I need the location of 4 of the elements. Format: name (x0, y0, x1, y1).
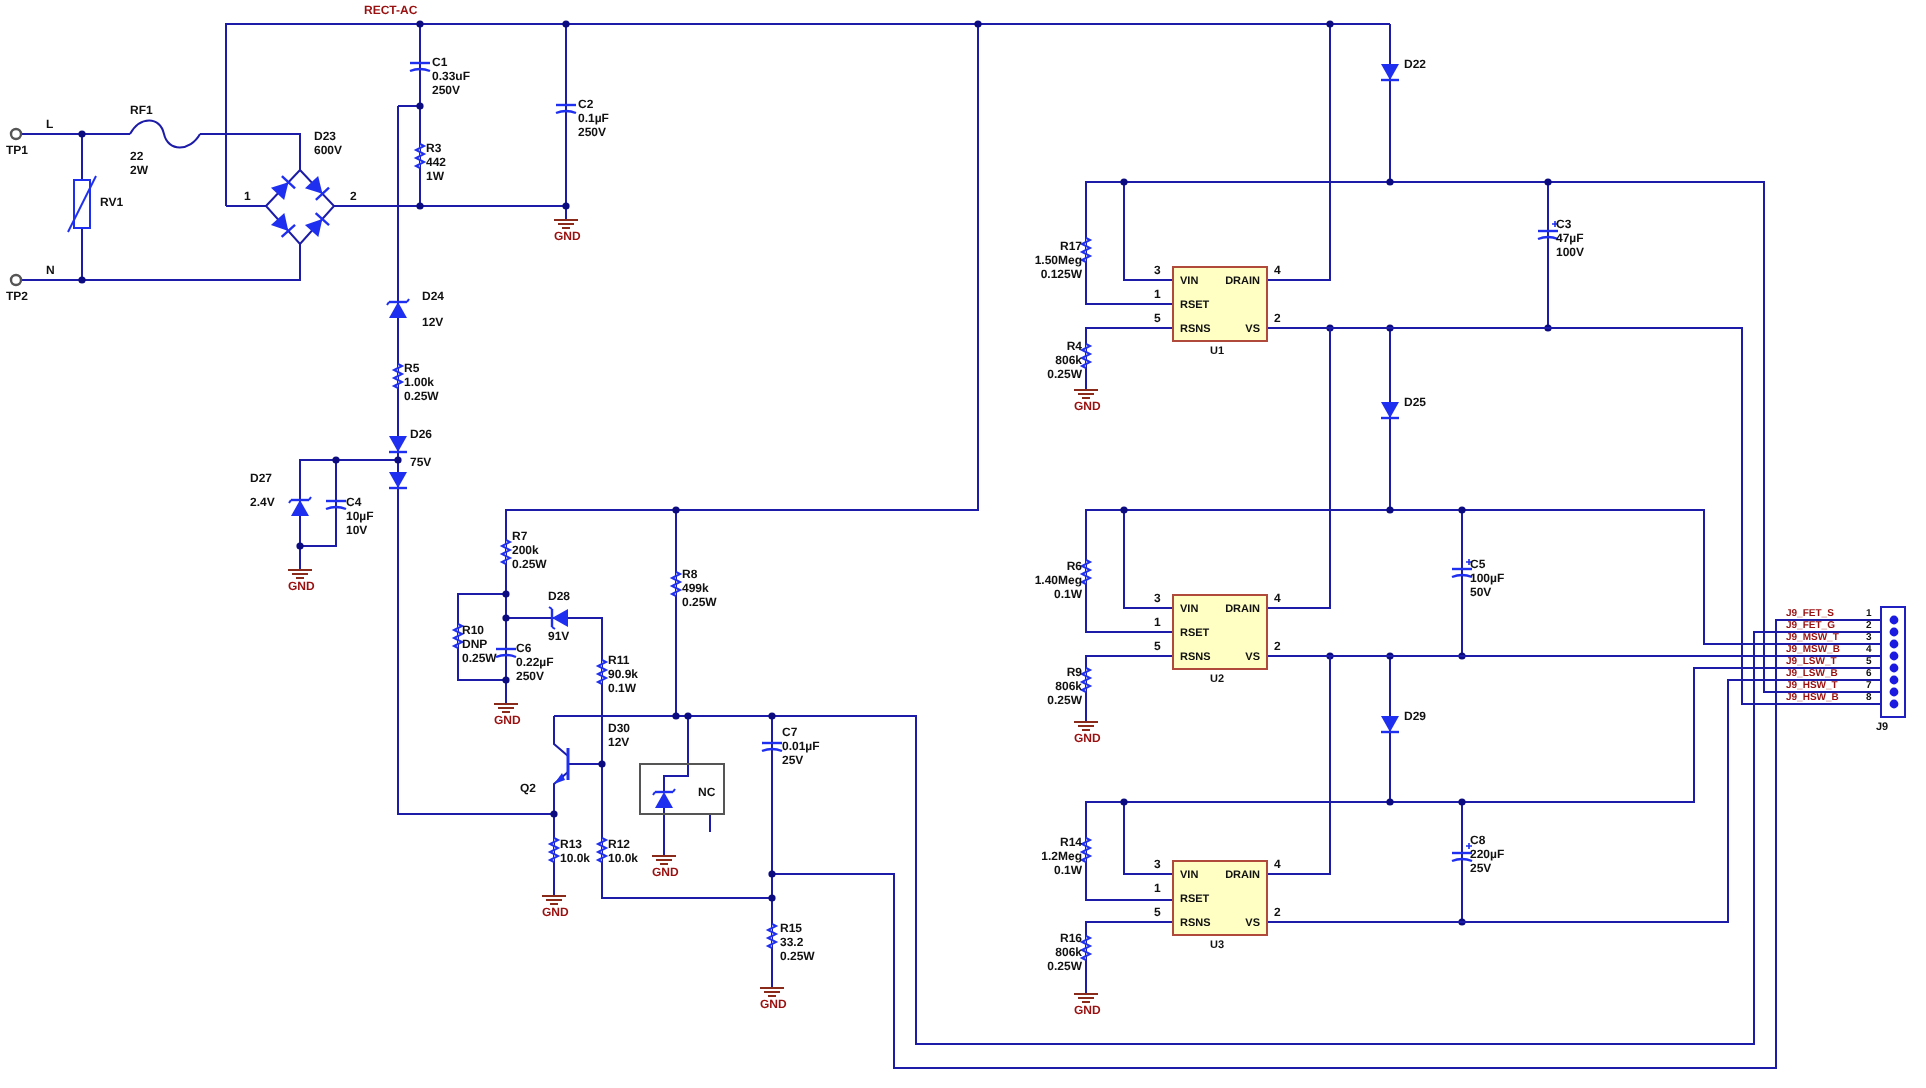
wire (1267, 655, 1881, 657)
wire (1267, 679, 1881, 923)
wire (1267, 327, 1331, 609)
wire (1267, 655, 1331, 875)
